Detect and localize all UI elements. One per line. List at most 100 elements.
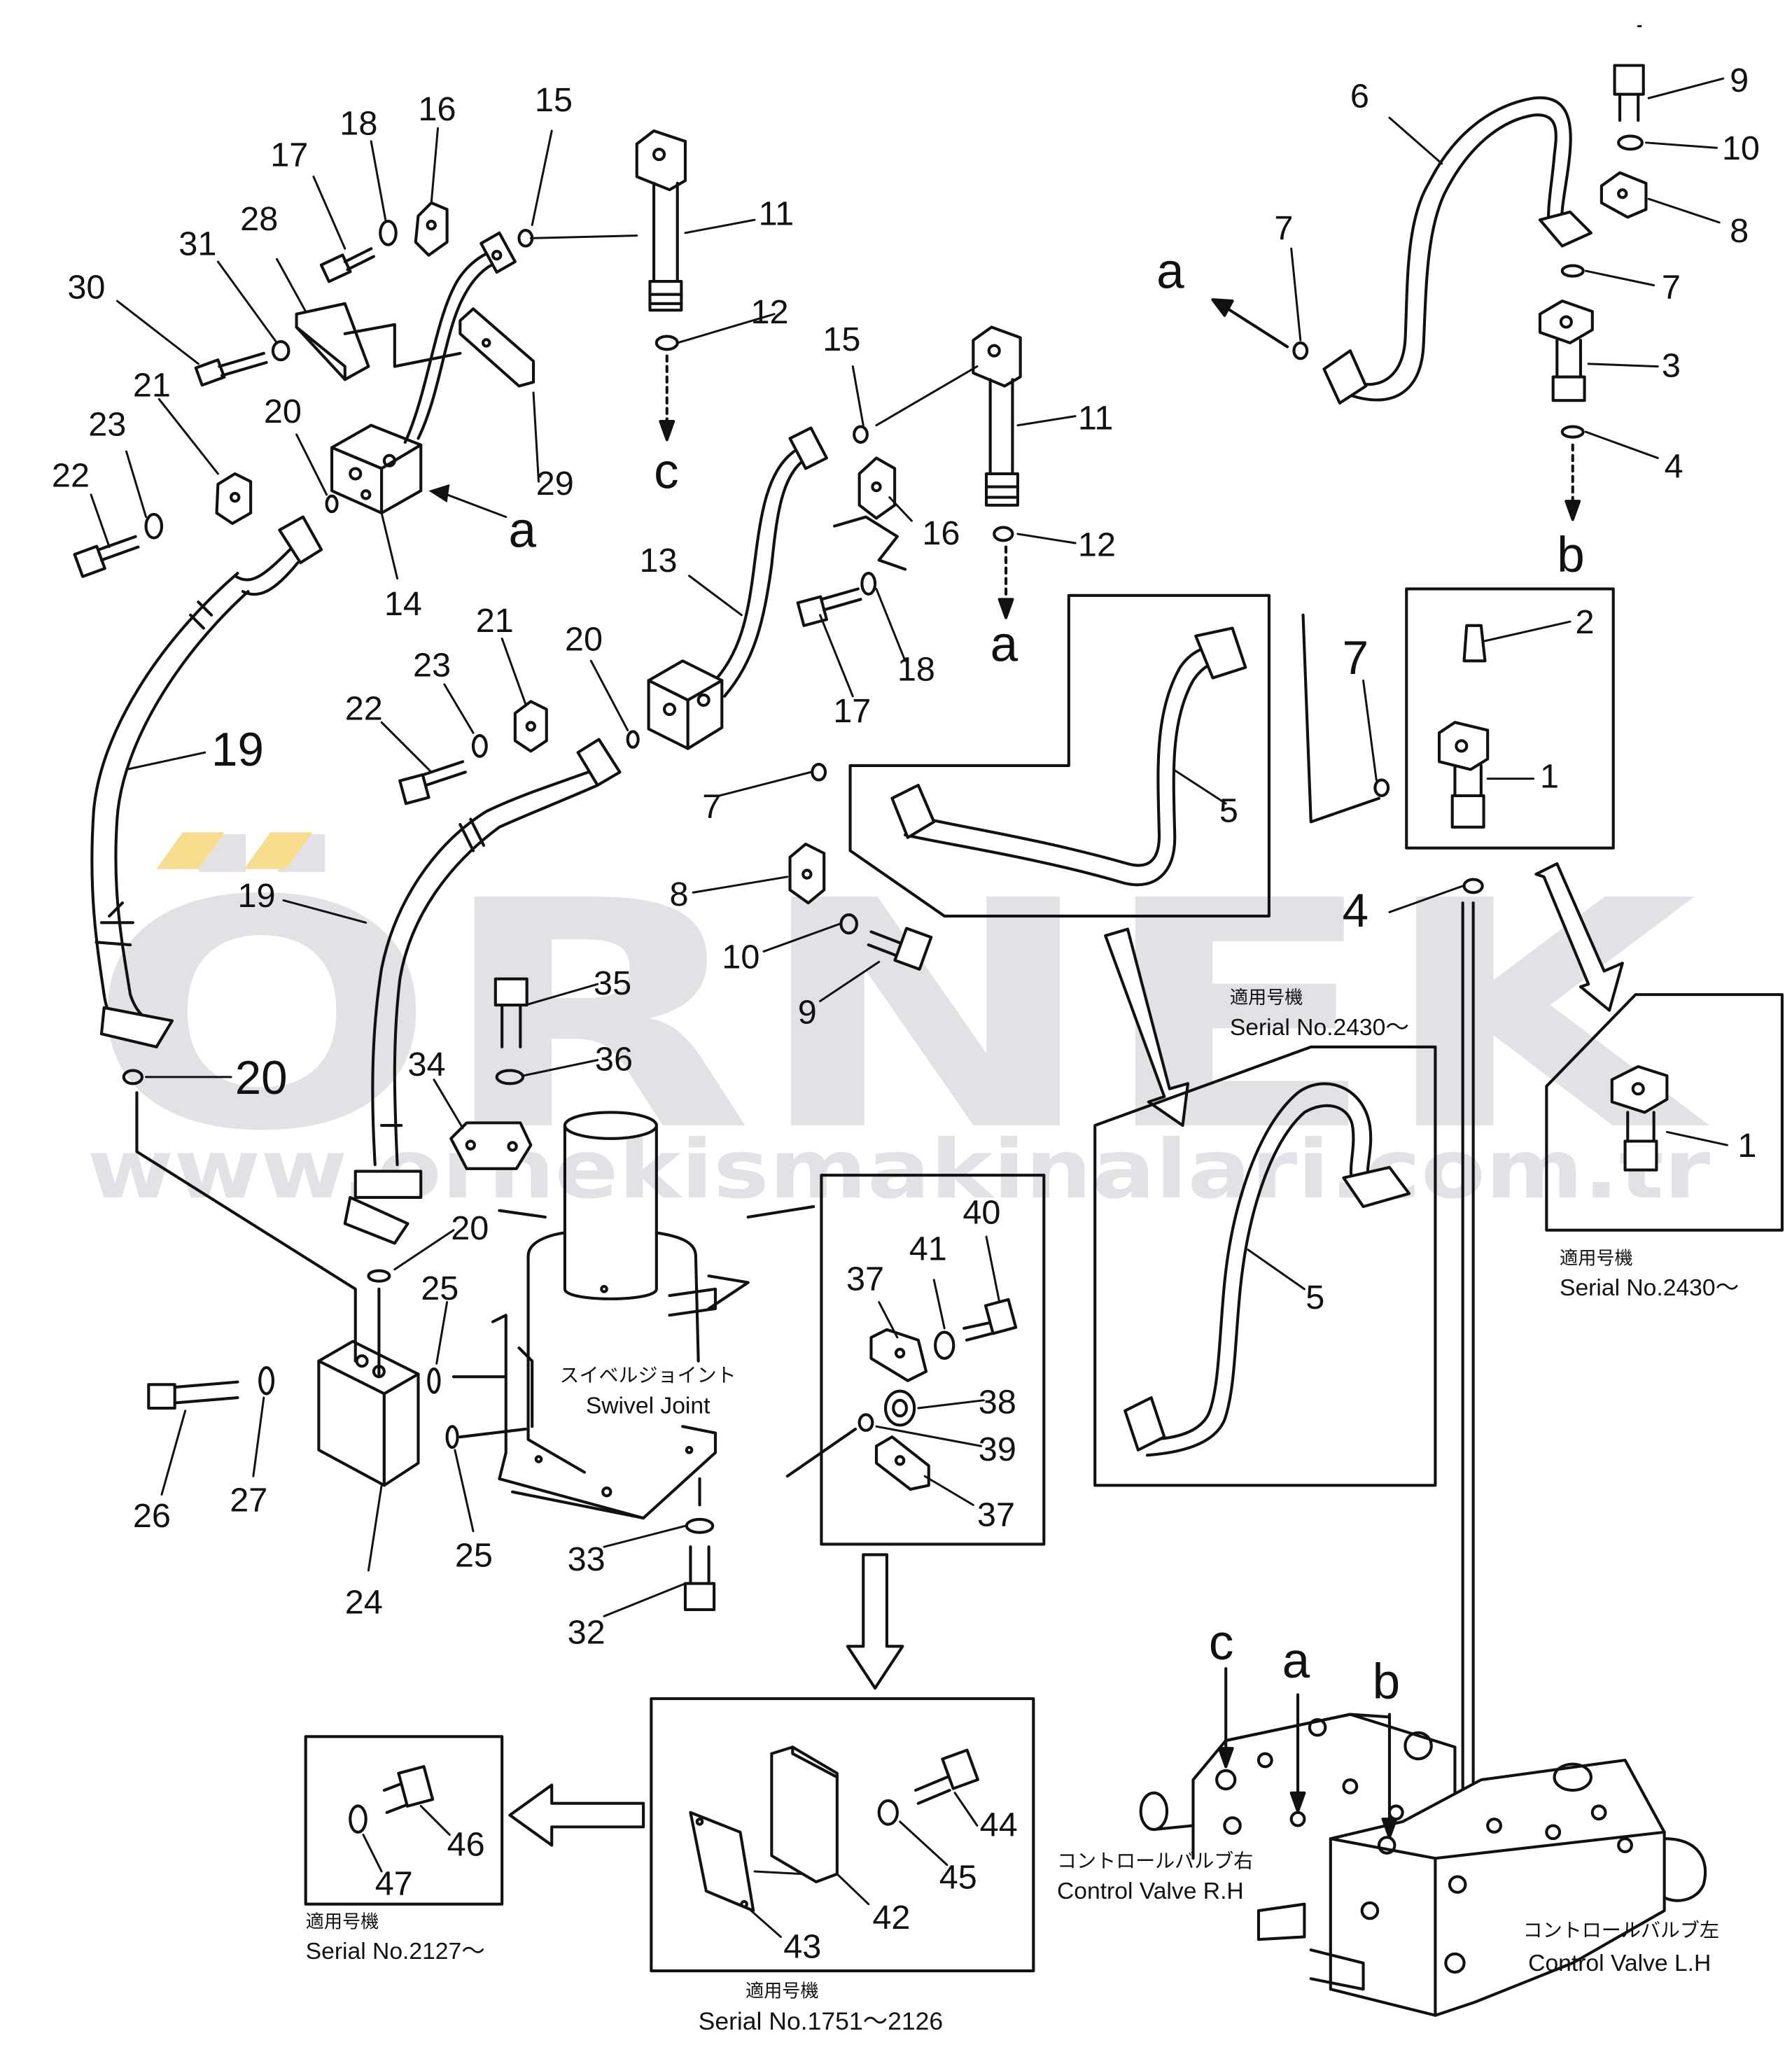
part-label-4-right: 4 [1343,885,1368,937]
oring-4-right [1462,878,1484,894]
washer-33 [685,1517,715,1534]
part-label-20: 20 [264,393,302,430]
oring-20-upper [325,494,339,514]
part-label-40: 40 [962,1193,1000,1231]
part-label-3: 3 [1662,347,1681,385]
washer-31 [271,339,290,362]
part-label-34: 34 [408,1046,446,1083]
bolt-35 [493,977,528,1048]
control-valve-lh [1256,1758,1707,2017]
washer-18 [379,219,398,246]
clamp-16-mid [858,456,897,520]
frame-pipe-5 [848,593,1270,918]
clamp-8-center [788,843,826,905]
watermark-accent-right [244,832,313,869]
part-label-39: 39 [979,1431,1016,1468]
part-label-10-top: 10 [1722,129,1760,167]
port-letters: a c a a b c a b [509,244,1585,1710]
component-labels: スイベルジョイント Swivel Joint コントロールバルブ右 Contro… [559,1365,1719,1976]
port-letter-a-left: a [509,503,537,558]
part-label-38: 38 [979,1383,1016,1421]
part-label-22: 22 [52,457,90,495]
part-label-7-topleft: 7 [1274,209,1293,247]
part-label-42: 42 [872,1899,910,1937]
part-label-5-mid: 5 [1306,1279,1324,1316]
part-label-37-lower: 37 [977,1496,1015,1533]
part-label-25: 25 [421,1270,458,1307]
watermark-accent-left [156,832,225,869]
bolt-17-mid [796,587,862,627]
washer-18-mid [860,571,877,596]
part-label-4-top: 4 [1665,448,1684,486]
part-label-32: 32 [568,1614,606,1652]
part-label-23-mid: 23 [413,647,451,684]
clamp-21 [215,472,253,526]
oring-20-block [367,1269,391,1283]
part-label-18: 18 [340,105,377,143]
part-label-1: 1 [1540,758,1559,796]
serial-note-1751-jp: 適用号機 [746,1980,819,2001]
oring-15-mid [853,425,869,444]
port-letter-c-valve: c [1209,1615,1234,1671]
port-arrow-a [1289,1693,1306,1813]
part-label-20-mid: 20 [565,620,603,658]
block-14 [330,423,423,515]
pipe-6 [1322,96,1592,405]
port-letter-b-top: b [1557,528,1585,583]
hose-19-left [90,515,323,1048]
part-label-7-mid: 7 [702,788,721,826]
swivel-joint [491,1111,750,1520]
part-label-37: 37 [846,1260,884,1298]
part-label-2: 2 [1575,603,1594,641]
part-label-10-mid: 10 [722,939,760,976]
washer-10-top [1617,134,1644,151]
washer-23 [144,512,164,540]
part-label-13: 13 [640,542,678,579]
plate-34 [449,1121,533,1170]
clamp-29 [458,307,536,388]
part-label-12-mid: 12 [1078,526,1116,564]
arrow-down-to-frame [846,1553,904,1690]
part-label-43: 43 [783,1927,821,1965]
frame-fittings-1-2 [1405,587,1615,850]
clamp-21-mid [513,700,548,753]
part-label-14: 14 [384,585,422,623]
control-valve-rh [1139,1713,1457,1860]
port-letter-c-top: c [654,444,679,499]
serial-note-right-jp: 適用号機 [1560,1247,1633,1268]
part-label-44: 44 [980,1806,1018,1843]
pipe-13 [707,426,828,698]
bolt-32 [683,1545,716,1612]
frame-parts-37-41 [746,1174,1046,1546]
clamp-8-top [1600,171,1648,219]
frame-serial-2430-mid [1093,1045,1437,1487]
oring-7-right [1373,778,1390,797]
part-label-46: 46 [447,1826,485,1864]
oring-12-upper [654,335,679,351]
part-label-21-mid: 21 [476,602,514,640]
fitting-11-upper [635,129,687,312]
serial-note-1751: Serial No.1751～2126 [699,2007,943,2035]
bolt-17 [319,247,375,283]
part-label-29: 29 [536,465,574,503]
part-label-41: 41 [909,1230,947,1268]
fitting-11-mid [972,325,1022,507]
hose-19-center [343,738,622,1245]
part-label-6: 6 [1350,77,1369,115]
oring-7-top [1560,264,1585,278]
part-label-17-mid: 17 [833,692,871,730]
part-label-36: 36 [595,1041,633,1078]
frame-parts-42-45 [650,1697,1035,1973]
part-label-20-big: 20 [235,1052,288,1104]
part-label-15-mid: 15 [822,321,860,358]
clamp-16 [414,201,449,257]
oring-25-lower [445,1425,459,1449]
part-label-19-mid: 19 [237,877,275,915]
part-label-9-mid: 9 [798,993,817,1031]
part-label-5: 5 [1219,792,1238,829]
port-arrow-c [1217,1667,1234,1769]
watermark-url: www.ornekismakinalari.com.tr [87,1123,1710,1217]
part-label-19: 19 [211,724,264,776]
washer-36 [495,1069,525,1085]
